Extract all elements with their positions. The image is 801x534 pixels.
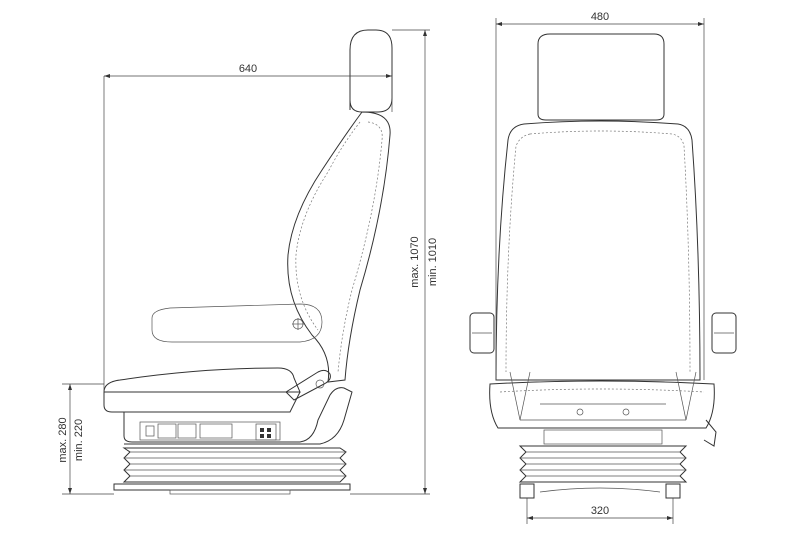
front-foot-right [665,483,681,499]
side-headrest [349,29,393,113]
side-controls[interactable] [139,421,281,441]
front-view: 480 320 [469,11,737,524]
front-backrest [495,120,701,381]
dim-base-width: 320 [526,498,674,524]
dim-height-max-label: max. 1070 [409,236,421,287]
dim-seat-height-max-label: max. 280 [57,417,69,462]
front-foot-left [519,483,535,499]
front-mechanism [509,371,717,447]
dim-width-top-label: 480 [591,11,609,23]
dim-height-min-label: min. 1010 [427,238,439,286]
side-view: 640 max. 1070 min. 1010 max. 280 min. 22… [57,29,439,495]
dim-seat-height: max. 280 min. 220 [57,383,114,495]
front-armrest-right [711,312,737,354]
dim-base-width-label: 320 [591,505,609,517]
front-armrest-left [469,312,495,354]
front-headrest [537,33,665,121]
side-rail [113,483,351,491]
dim-seat-height-min-label: min. 220 [73,419,85,461]
side-recline-lever [285,369,331,401]
side-backrest [287,111,391,383]
dim-depth-label: 640 [239,63,257,75]
dim-height: max. 1070 min. 1010 [350,29,439,495]
front-suspension-bellows [518,445,688,483]
dim-depth: 640 [103,63,393,392]
side-base-housing [123,387,353,445]
side-armrest [151,303,323,343]
side-seat-cushion [103,367,301,393]
dim-width-top: 480 [495,11,705,380]
side-suspension-bellows [122,447,347,483]
front-seat-cushion [489,380,715,429]
front-side-lever[interactable] [703,419,717,447]
